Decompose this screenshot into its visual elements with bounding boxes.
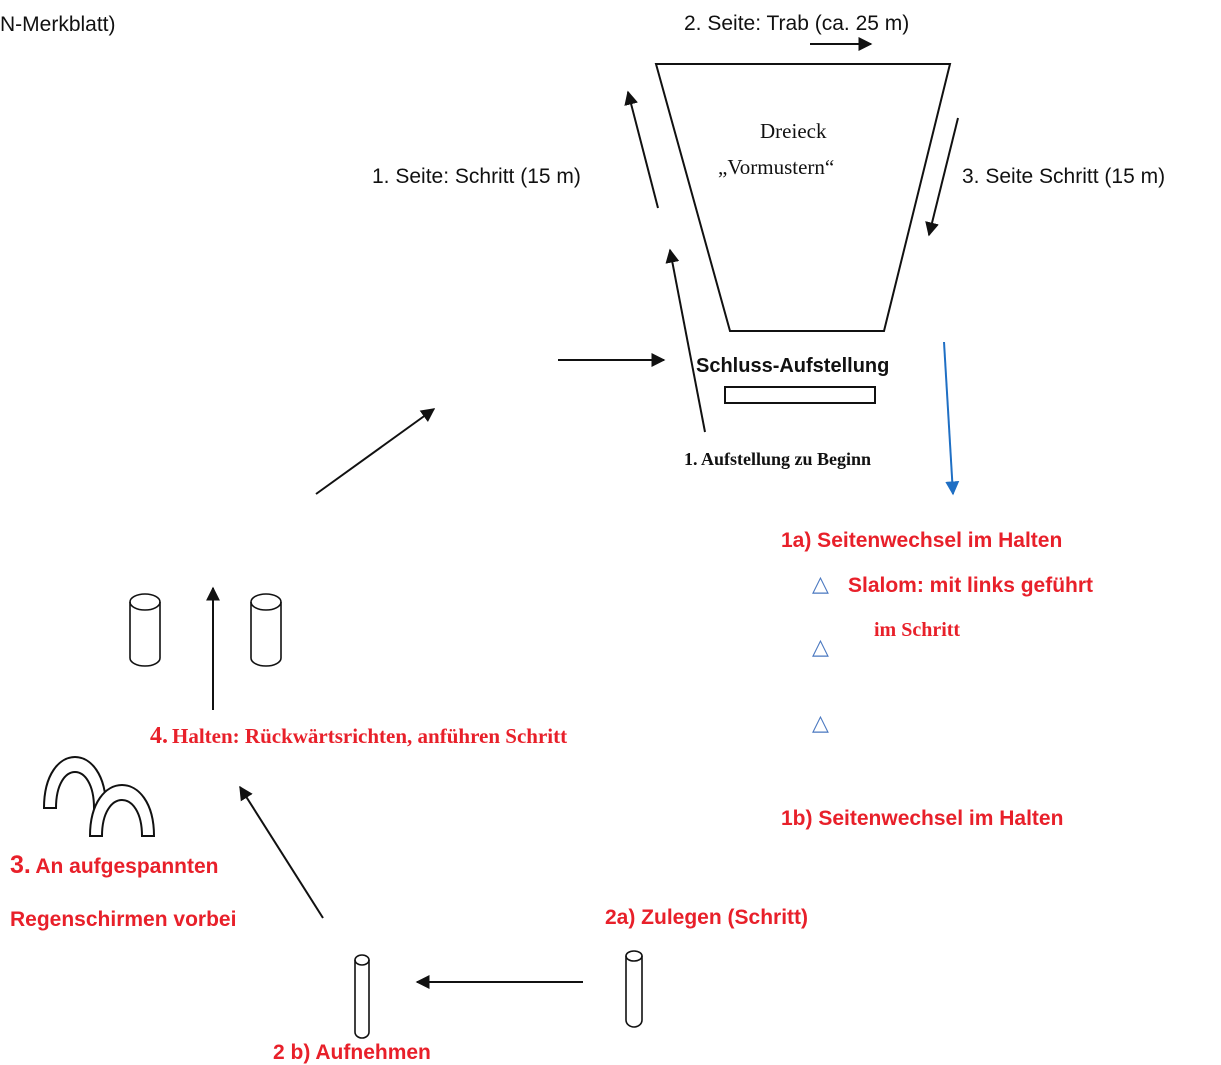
pylon-icon xyxy=(250,593,282,667)
side2-label: 2. Seite: Trab (ca. 25 m) xyxy=(684,12,910,35)
station-1a-label: 1a) Seitenwechsel im Halten xyxy=(781,529,1063,552)
station-1b-label: 1b) Seitenwechsel im Halten xyxy=(781,807,1064,830)
triangle-subtitle: „Vormustern“ xyxy=(718,155,835,179)
arrow-blue-down xyxy=(943,341,960,496)
final-lineup-box xyxy=(724,386,876,404)
triangle-title: Dreieck xyxy=(760,119,827,143)
umbrella-icon xyxy=(88,784,156,837)
pylon-icon xyxy=(129,593,161,667)
triangle-cone-icon: △ xyxy=(812,711,829,736)
arrow-umbrella-up xyxy=(239,785,324,919)
triangle-cone-icon: △ xyxy=(812,635,829,660)
arrow-diag-up xyxy=(315,408,436,495)
station-2b-label: 2 b) Aufnehmen xyxy=(273,1041,431,1064)
station-4-label: 4. Halten: Rückwärtsrichten, anführen Sc… xyxy=(150,724,567,748)
arrow-side1 xyxy=(624,90,659,209)
triangle-shape xyxy=(654,63,952,332)
pole-icon xyxy=(625,950,643,1028)
station-3-line2: Regenschirmen vorbei xyxy=(10,908,237,931)
side3-label: 3. Seite Schritt (15 m) xyxy=(962,165,1166,188)
arrow-start xyxy=(665,248,706,433)
side1-label: 1. Seite: Schritt (15 m) xyxy=(372,165,581,188)
header-fragment: N-Merkblatt) xyxy=(0,13,116,36)
station-4-number: 4. xyxy=(150,723,168,749)
arrow-side3 xyxy=(925,117,959,237)
start-lineup-label: 1. Aufstellung zu Beginn xyxy=(684,449,872,469)
final-lineup-label: Schluss-Aufstellung xyxy=(696,355,890,377)
station-3-label: 3. An aufgespannten xyxy=(10,853,219,878)
pole-icon xyxy=(354,954,370,1039)
station-4-text: Halten: Rückwärtsrichten, anführen Schri… xyxy=(172,724,568,748)
umbrella-icon xyxy=(42,756,108,809)
station-2a-label: 2a) Zulegen (Schritt) xyxy=(605,906,809,929)
station-3-line1: An aufgespannten xyxy=(35,855,219,878)
station-3-number: 3. xyxy=(10,851,31,879)
slalom-label: Slalom: mit links geführt xyxy=(848,574,1094,597)
triangle-cone-icon: △ xyxy=(812,572,829,597)
slalom-gait-label: im Schritt xyxy=(874,619,961,641)
